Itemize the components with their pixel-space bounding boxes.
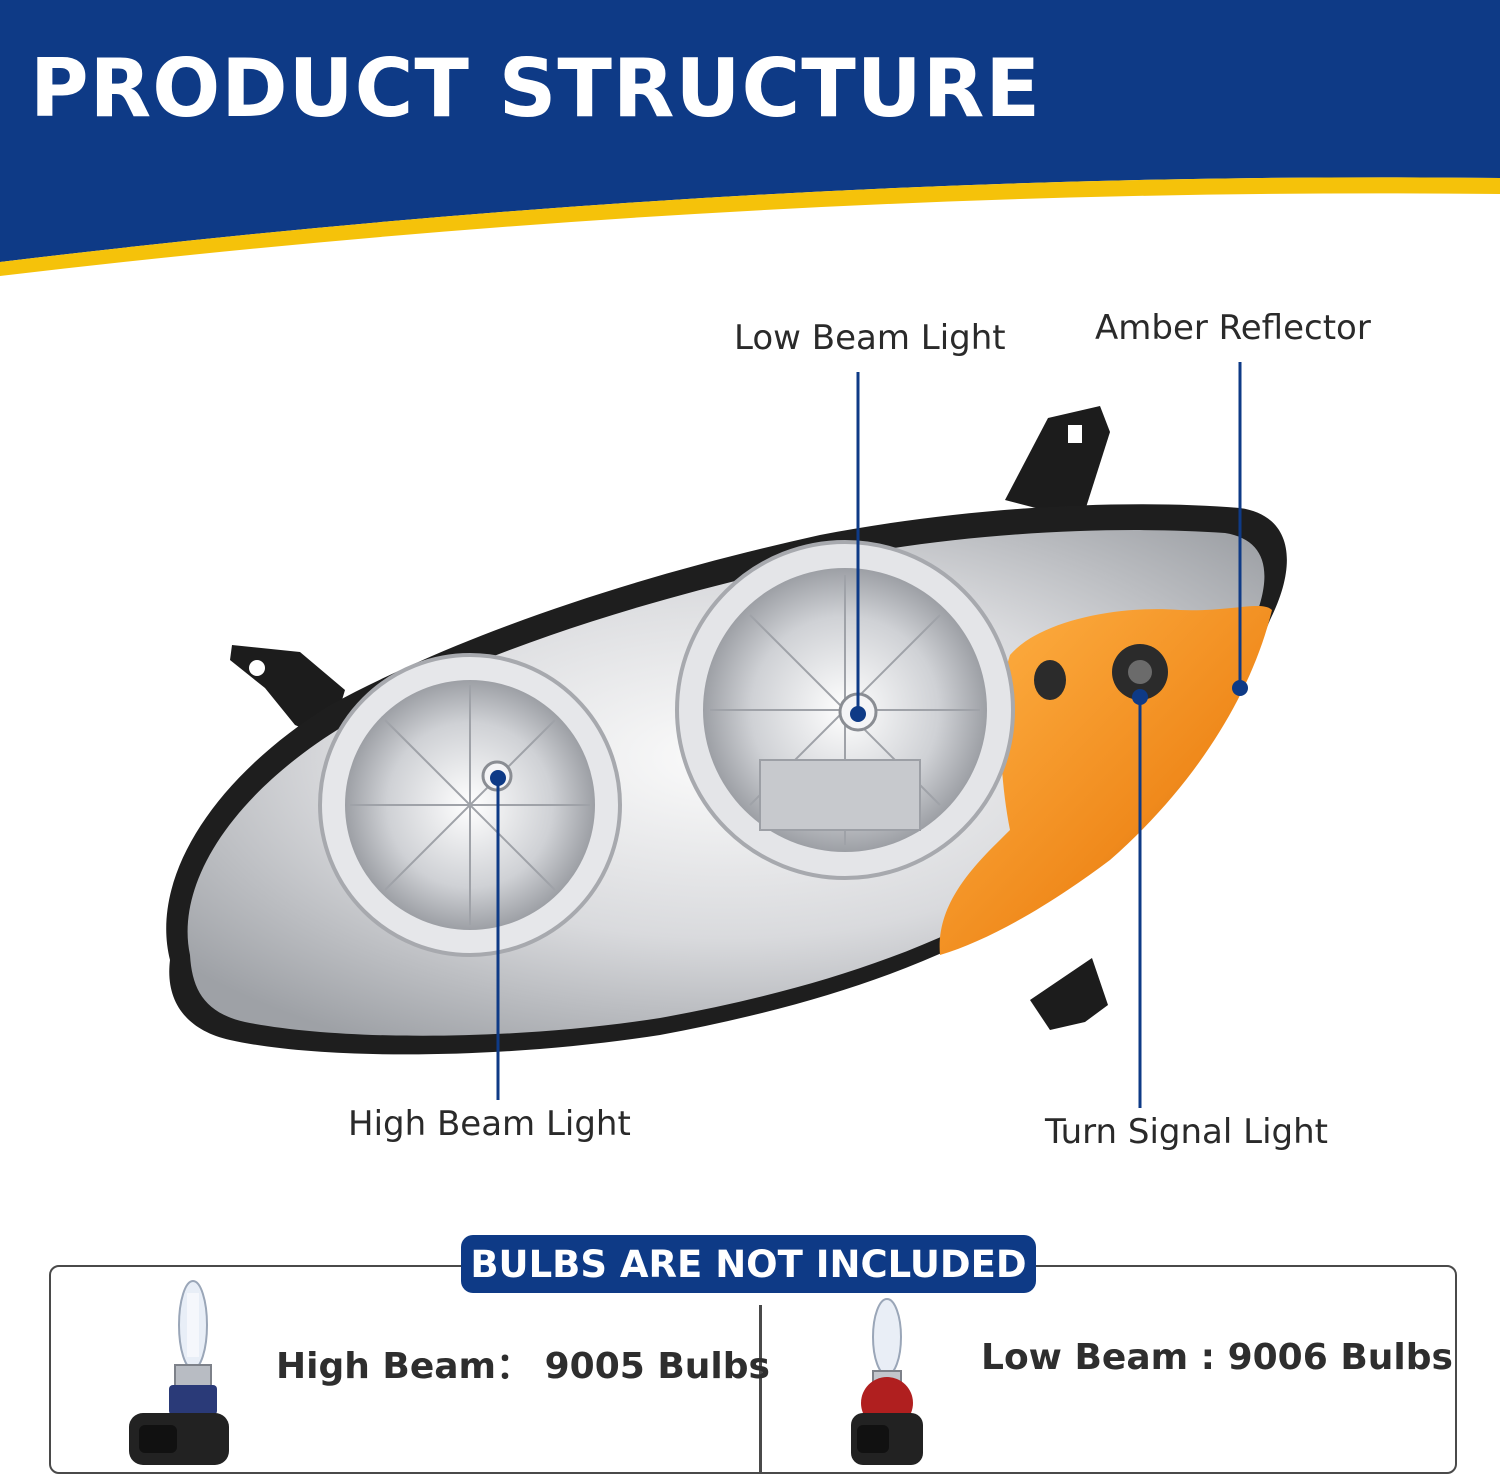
low-beam-label: Low Beam Light — [734, 318, 1006, 358]
top-mount-hole — [1068, 425, 1082, 443]
banner-background — [0, 0, 1500, 262]
turn-signal-socket-inner — [1128, 660, 1152, 684]
banner-accent-stripe — [0, 177, 1500, 276]
bulbs-not-included-badge: BULBS ARE NOT INCLUDED — [461, 1235, 1036, 1293]
bulb-9005-icon — [129, 1280, 229, 1465]
turn-signal-label: Turn Signal Light — [1045, 1112, 1328, 1152]
amber-socket-1 — [1034, 660, 1066, 700]
amber-reflector — [939, 605, 1272, 955]
bulb-info-box: High Beam： 9005 Bulbs Low Beam : 9006 Bu… — [49, 1265, 1457, 1474]
top-mount-bracket — [1005, 406, 1110, 520]
bottom-mount-bracket — [1030, 958, 1108, 1030]
low-beam-callout-dot — [850, 706, 866, 722]
left-mount-hole — [249, 660, 265, 676]
turn-signal-callout-dot — [1132, 689, 1148, 705]
callout-lines — [496, 362, 1242, 1108]
page-title: PRODUCT STRUCTURE — [30, 42, 1041, 135]
bulb-9006-icon — [851, 1298, 923, 1465]
high-beam-bulb-spec: High Beam： 9005 Bulbs — [276, 1346, 770, 1387]
amber-reflector-label: Amber Reflector — [1095, 308, 1371, 348]
header-banner — [0, 0, 1500, 276]
high-beam-ribs — [350, 685, 590, 925]
low-beam-shield — [759, 759, 921, 831]
high-beam-callout-dot — [490, 770, 506, 786]
box-divider — [759, 1305, 762, 1473]
low-beam-bulb-spec: Low Beam : 9006 Bulbs — [981, 1337, 1453, 1378]
high-beam-label: High Beam Light — [348, 1104, 631, 1144]
amber-reflector-callout-dot — [1232, 680, 1248, 696]
